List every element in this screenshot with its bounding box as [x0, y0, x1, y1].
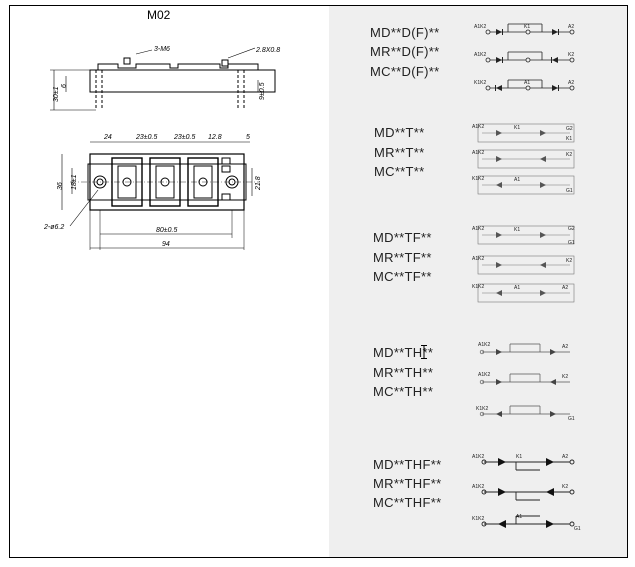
pin-thf-k2: K2 [562, 484, 568, 490]
dim-hole: 2-ø6.2 [43, 224, 64, 231]
schematic-thyristor: A1K2 K1 G2 K1 A1K2 K2 K1K2 A1 G1 [472, 123, 575, 195]
pin-th-k1k2: K1K2 [476, 406, 488, 412]
dim-v18: 18±1 [71, 174, 78, 190]
top-view-drawing: 24 23±0.5 23±0.5 12.8 5 36 18±1 21.8 2-ø… [43, 134, 262, 250]
dim-128: 12.8 [208, 134, 222, 141]
label-mr-d: MR**D(F)** [370, 44, 440, 59]
schematic-diode: A1K2 K1 A2 A1K2 K2 K1K2 A1 A2 [474, 23, 575, 91]
label-md-t: MD**T** [374, 125, 425, 140]
pin-thf-a1k2: A1K2 [472, 454, 484, 460]
pin-tf-g2: G2 [568, 226, 575, 232]
pin-t-k1b: K1 [566, 136, 572, 142]
pin-thf-g1: G1 [574, 526, 581, 532]
pin-a1k2-2: A1K2 [474, 52, 486, 58]
label-mr-tf: MR**TF** [373, 250, 432, 265]
dim-v36: 36 [57, 182, 64, 190]
pin-t-g2: G2 [566, 126, 573, 132]
pin-t-k1: K1 [514, 125, 520, 131]
side-view-drawing: 3-M6 2.8X0.8 30±1 6 9±0.5 [50, 46, 280, 111]
dim-h9: 9±0.5 [259, 82, 266, 100]
label-mc-t: MC**T** [374, 164, 425, 179]
pin-tf-a1: A1 [514, 285, 520, 291]
pin-thf-k1: K1 [516, 454, 522, 460]
pin-a2: A2 [568, 24, 574, 30]
dim-h30: 30±1 [53, 86, 60, 102]
label-md-th: MD**TH** [373, 345, 434, 360]
label-mc-th: MC**TH** [373, 384, 434, 399]
pin-t-g1: G1 [566, 188, 573, 194]
pin-tf-g1: G1 [568, 240, 575, 246]
pin-t-a1k2: A1K2 [472, 124, 484, 130]
pin-thf-a1k2-2: A1K2 [472, 484, 484, 490]
label-md-tf: MD**TF** [373, 230, 432, 245]
pin-t-k1k2: K1K2 [472, 176, 484, 182]
package-title: M02 [147, 8, 171, 22]
pin-th-k2: K2 [562, 374, 568, 380]
drawing-frame [9, 5, 628, 558]
dim-23b: 23±0.5 [173, 134, 195, 141]
pin-tf-a1k2: A1K2 [472, 226, 484, 232]
label-md-thf: MD**THF** [373, 457, 442, 472]
pin-k1: K1 [524, 24, 530, 30]
schematics-panel [329, 6, 627, 557]
text-cursor-icon [421, 345, 427, 359]
pin-a1: A1 [524, 80, 530, 86]
pin-a1k2: A1K2 [474, 24, 486, 30]
pin-k2: K2 [568, 52, 574, 58]
pin-tf-a1k2-2: A1K2 [472, 256, 484, 262]
pin-t-a1k2-2: A1K2 [472, 150, 484, 156]
dim-5: 5 [246, 134, 250, 141]
dim-screw: 3-M6 [154, 46, 170, 53]
schematic-thyristor-half-fast: A1K2 K1 A2 A1K2 K2 K1K2 A1 G1 [472, 454, 581, 532]
pin-th-g1: G1 [568, 416, 575, 422]
dim-24: 24 [103, 134, 112, 141]
label-md-d: MD**D(F)** [370, 25, 440, 40]
pin-thf-k1k2: K1K2 [472, 516, 484, 522]
label-mc-d: MC**D(F)** [370, 64, 440, 79]
pin-t-k2: K2 [566, 152, 572, 158]
pin-k1k2: K1K2 [474, 80, 486, 86]
pin-th-a2: A2 [562, 344, 568, 350]
pin-t-a1: A1 [514, 177, 520, 183]
dim-tab: 2.8X0.8 [255, 47, 280, 54]
label-mr-t: MR**T** [374, 145, 425, 160]
pin-a2-3: A2 [568, 80, 574, 86]
dim-h6: 6 [61, 84, 68, 88]
pin-thf-a1: A1 [516, 514, 522, 520]
pin-tf-k1: K1 [514, 227, 520, 233]
pin-thf-a2: A2 [562, 454, 568, 460]
label-mc-tf: MC**TF** [373, 269, 432, 284]
pin-tf-a2: A2 [562, 285, 568, 291]
dim-23a: 23±0.5 [135, 134, 157, 141]
dim-w80: 80±0.5 [156, 227, 177, 234]
label-mr-thf: MR**THF** [373, 476, 442, 491]
dim-v218: 21.8 [255, 176, 262, 191]
schematic-thyristor-fast: A1K2 K1 G2 G1 A1K2 K2 K1K2 A1 A2 [472, 225, 575, 303]
dim-w94: 94 [162, 241, 170, 248]
pin-tf-k2: K2 [566, 258, 572, 264]
schematic-thyristor-half: A1K2 A2 A1K2 K2 K1K2 G1 [476, 342, 575, 422]
pin-tf-k1k2: K1K2 [472, 284, 484, 290]
pin-th-a1k2: A1K2 [478, 342, 490, 348]
pin-th-a1k2-2: A1K2 [478, 372, 490, 378]
label-mc-thf: MC**THF** [373, 495, 442, 510]
label-mr-th: MR**TH** [373, 365, 434, 380]
